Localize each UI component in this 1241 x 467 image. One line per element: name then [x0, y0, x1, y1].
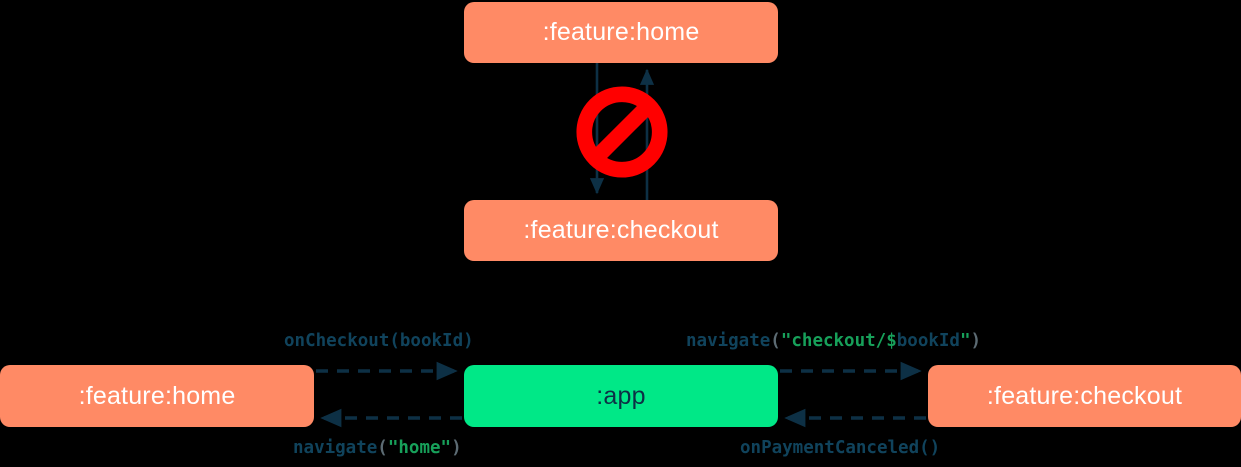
node-label: :feature:home [542, 18, 700, 46]
node-app[interactable]: :app [464, 365, 778, 427]
code-token-ident: bookId [896, 331, 960, 351]
code-token-ident: navigate [686, 331, 771, 351]
node-label: :feature:home [78, 381, 236, 410]
node-label: :feature:checkout [523, 216, 719, 244]
node-label: :feature:checkout [986, 381, 1183, 410]
node-feature-home-bottom[interactable]: :feature:home [0, 365, 314, 427]
node-label: :app [596, 381, 646, 410]
edge-label-on-checkout: onCheckout(bookId) [284, 331, 474, 351]
code-token-str: "home" [387, 438, 452, 458]
code-token-ident: onCheckout(bookId) [284, 331, 474, 351]
edge-label-on-payment-canceled: onPaymentCanceled() [740, 438, 940, 458]
code-token-punct: ( [377, 438, 388, 458]
code-token-punct: ( [770, 331, 781, 351]
edge-label-navigate-checkout: navigate("checkout/$bookId") [686, 331, 981, 351]
forbidden-icon [576, 86, 668, 178]
edge-label-navigate-home: navigate("home") [293, 438, 462, 458]
code-token-ident: onPaymentCanceled() [740, 438, 941, 458]
node-feature-checkout-top[interactable]: :feature:checkout [464, 200, 778, 261]
node-feature-home-top[interactable]: :feature:home [464, 2, 778, 63]
code-token-punct: ) [970, 331, 982, 351]
code-token-str: "checkout/$ [780, 331, 897, 351]
code-token-punct: ) [451, 438, 462, 458]
node-feature-checkout-bottom[interactable]: :feature:checkout [928, 365, 1241, 427]
code-token-ident: navigate [293, 438, 378, 458]
code-token-str: " [959, 331, 971, 351]
